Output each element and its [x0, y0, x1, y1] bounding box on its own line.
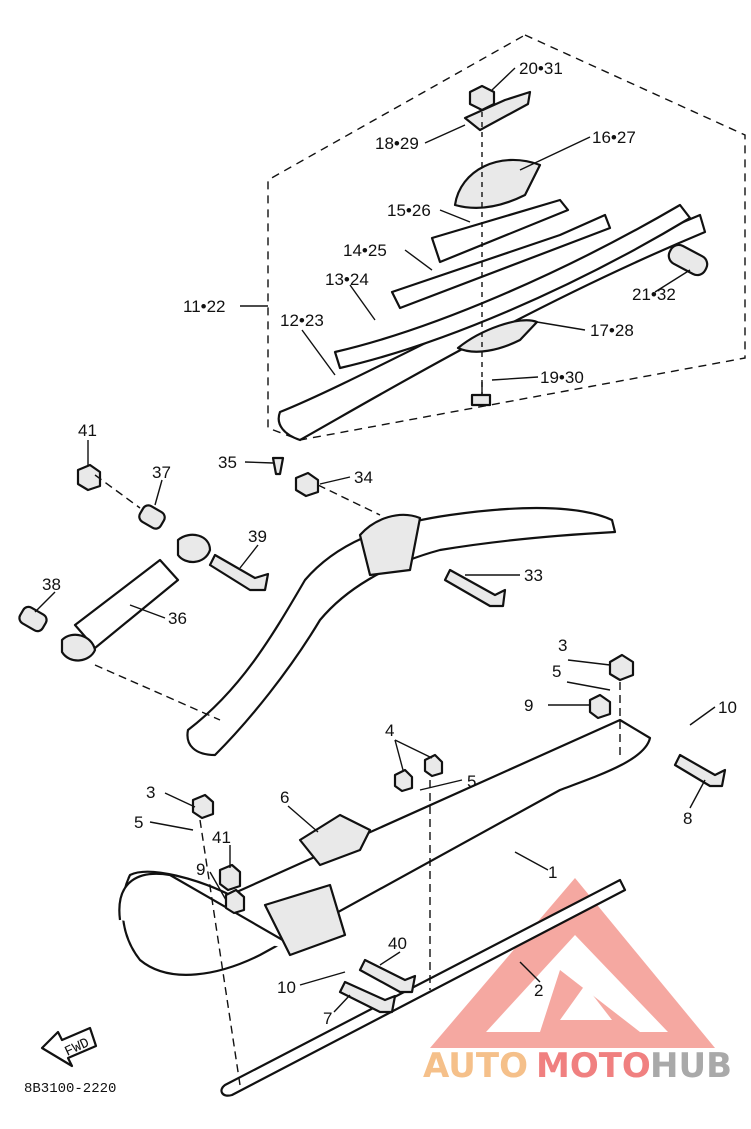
- ski-body-1: [121, 718, 652, 976]
- shock-absorber: [18, 456, 507, 721]
- callout-5-right: 5: [552, 662, 561, 681]
- mount-plate: [263, 883, 347, 957]
- callout-3-right: 3: [558, 636, 567, 655]
- callout-18-29: 18•29: [375, 134, 419, 153]
- callout-9-left: 9: [196, 860, 205, 879]
- bolt-8: [673, 753, 727, 788]
- callout-15-26: 15•26: [387, 201, 431, 220]
- callout-36: 36: [168, 609, 187, 628]
- callout-38: 38: [42, 575, 61, 594]
- callout-40: 40: [388, 934, 407, 953]
- nut-34: [294, 471, 320, 498]
- callout-37: 37: [152, 463, 171, 482]
- nut-4a: [393, 768, 414, 793]
- callout-5-left: 5: [134, 813, 143, 832]
- callout-11-22: 11•22: [183, 297, 226, 316]
- fwd-arrow: FWD: [40, 1026, 98, 1068]
- spring-leaf-13: [333, 203, 692, 370]
- callout-2: 2: [534, 981, 543, 1000]
- pin-35: [271, 456, 285, 476]
- ski: [118, 653, 727, 1097]
- bracket-6: [298, 813, 372, 867]
- nut-41a: [76, 463, 102, 492]
- watermark-text: AUTO MOTO HUB: [423, 1046, 732, 1086]
- callout-7: 7: [323, 1009, 332, 1028]
- callout-5-mid: 5: [467, 772, 476, 791]
- callout-10-right: 10: [718, 698, 737, 717]
- callout-1: 1: [548, 863, 557, 882]
- watermark-logo: [430, 878, 715, 1048]
- collar-38: [18, 605, 48, 633]
- shock-body-36: [73, 558, 180, 650]
- callout-3-left: 3: [146, 783, 155, 802]
- leaf-spring-assembly: [277, 84, 709, 442]
- bolt-40: [358, 958, 417, 994]
- nut-9b: [224, 888, 246, 915]
- watermark-auto: AUTO: [423, 1046, 528, 1086]
- callout-10-left: 10: [277, 978, 296, 997]
- skag-2: [220, 878, 627, 1097]
- callout-6: 6: [280, 788, 289, 807]
- callout-39: 39: [248, 527, 267, 546]
- callout-41-top: 41: [78, 421, 97, 440]
- watermark-hub: HUB: [650, 1046, 732, 1086]
- bolt-39: [208, 553, 270, 592]
- callout-4: 4: [385, 721, 394, 740]
- callout-21-32: 21•32: [632, 285, 676, 304]
- callout-20-31: 20•31: [519, 59, 563, 78]
- shock-eye-top: [176, 533, 212, 563]
- callout-41-bottom: 41: [212, 828, 231, 847]
- bracket-18: [463, 90, 532, 132]
- callout-19-30: 19•30: [540, 368, 584, 387]
- assembled-spring: [186, 506, 617, 757]
- nut-4b: [423, 753, 444, 778]
- nut-41b: [218, 863, 242, 892]
- callout-17-28: 17•28: [590, 321, 634, 340]
- ski-loop: [118, 872, 301, 951]
- bolt-7: [338, 980, 397, 1014]
- leader-lines: [34, 67, 716, 1013]
- callout-9-right: 9: [524, 696, 533, 715]
- part-code: 8B3100-2220: [24, 1081, 116, 1097]
- callout-33: 33: [524, 566, 543, 585]
- callout-16-27: 16•27: [592, 128, 636, 147]
- callout-14-25: 14•25: [343, 241, 387, 260]
- callout-12-23: 12•23: [280, 311, 324, 330]
- spring-clamp: [358, 513, 422, 577]
- nut-3a: [608, 653, 635, 682]
- shock-eye-bottom: [60, 633, 97, 662]
- watermark-moto: MOTO: [536, 1046, 651, 1086]
- bushing-21: [667, 243, 709, 277]
- callout-8: 8: [683, 809, 692, 828]
- callout-35: 35: [218, 453, 237, 472]
- collar-37: [138, 504, 166, 530]
- callout-34: 34: [354, 468, 373, 487]
- spring-leaf-14: [390, 213, 612, 310]
- spring-leaf-15: [430, 198, 570, 264]
- callout-labels: 20•31 18•29 16•27 15•26 14•25 13•24 11•2…: [24, 59, 737, 1097]
- nut-9a: [588, 693, 612, 720]
- bolt-33: [443, 568, 507, 608]
- callout-13-24: 13•24: [325, 270, 369, 289]
- bolt-head-19: [470, 393, 492, 407]
- nut-20: [468, 84, 496, 112]
- nut-3b: [191, 793, 215, 820]
- clamp-16: [453, 158, 542, 209]
